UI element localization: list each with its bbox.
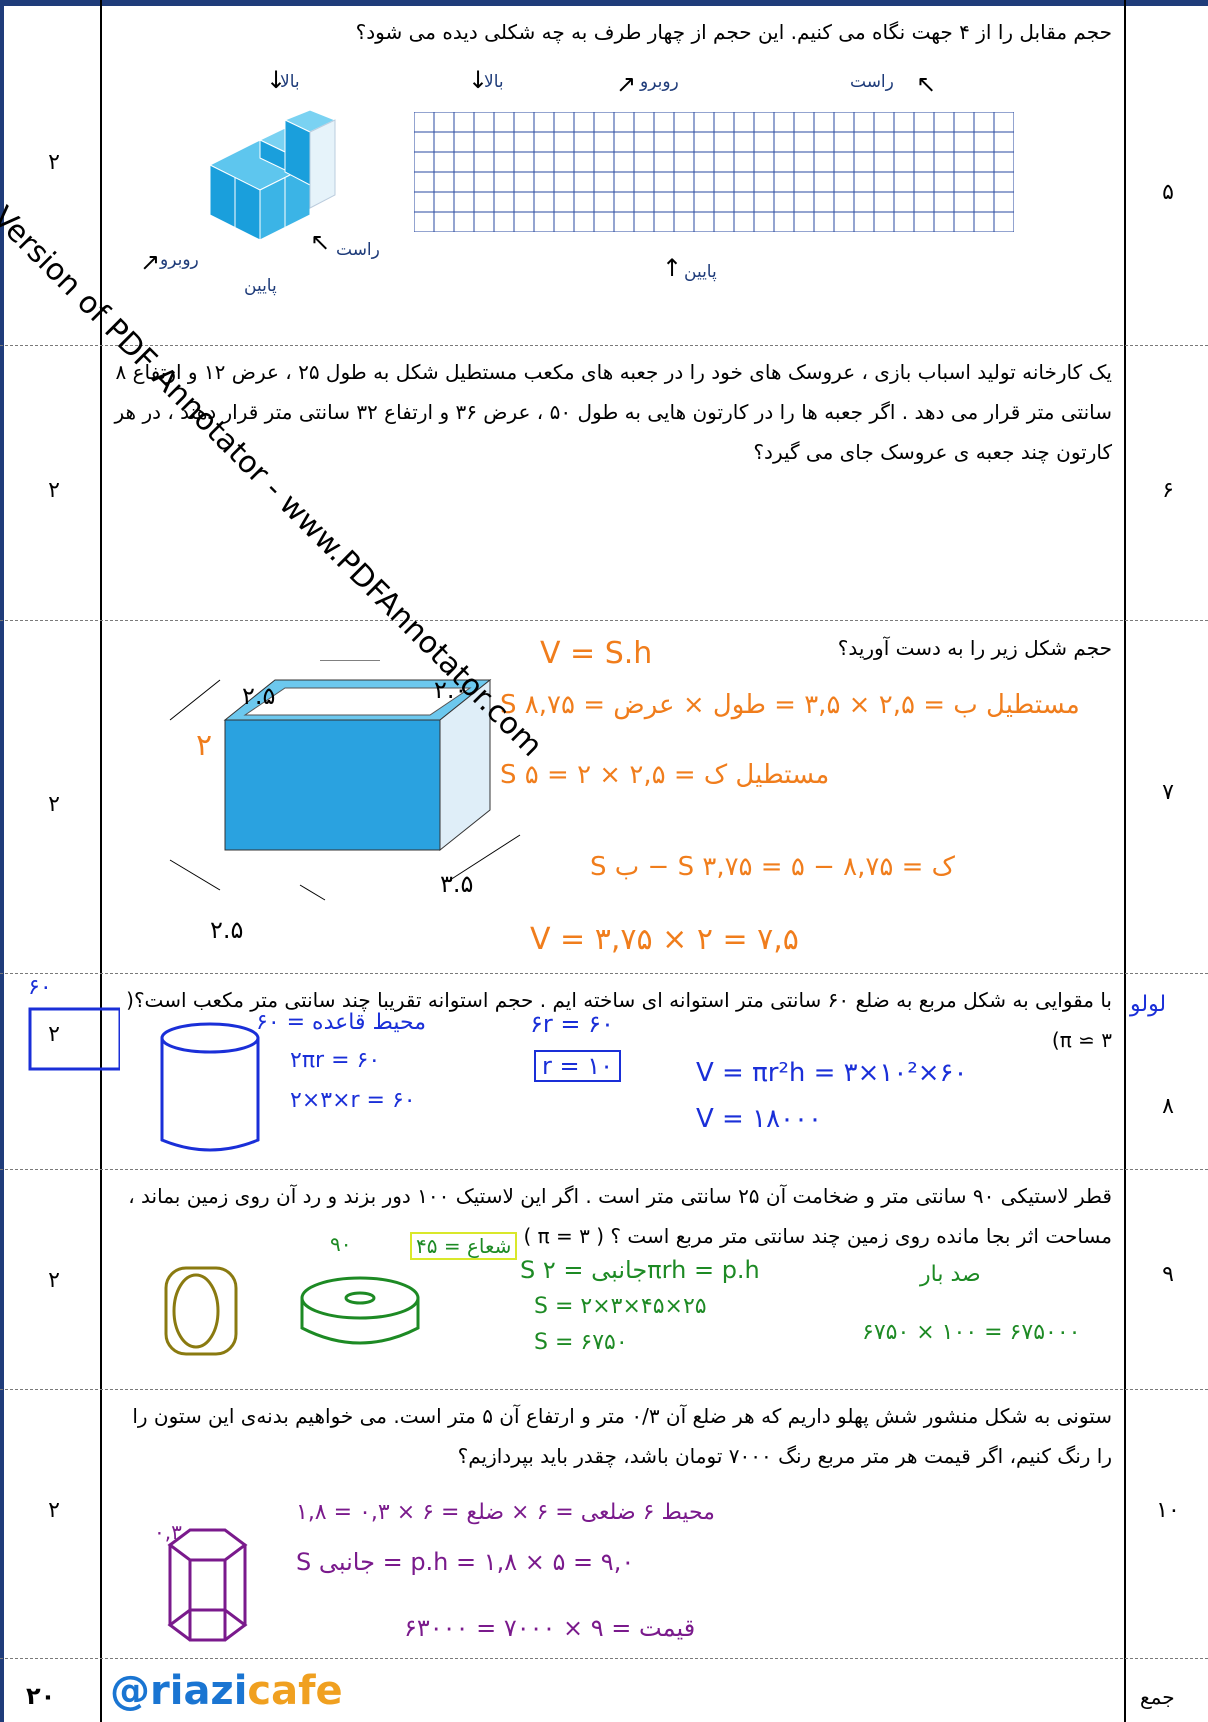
label-down: پایین xyxy=(684,262,717,282)
hand-line: ۶r = ۶۰ xyxy=(530,1010,614,1038)
score-q10: ۲ xyxy=(48,1498,60,1523)
hand-tire-sketch xyxy=(164,1266,238,1356)
hand-line: V = πr²h = ۳×۱۰²×۶۰ xyxy=(696,1058,968,1088)
hand-line: قیمت = ۹ × ۷۰۰۰ = ۶۳۰۰۰ xyxy=(404,1614,696,1642)
arrow-up-right-icon: ↗ xyxy=(140,248,161,276)
hand-line: شعاع = ۴۵ xyxy=(410,1232,518,1260)
answer-grid xyxy=(414,112,1014,232)
dim-bottom-right: ۳.۵ xyxy=(440,870,474,898)
label-front: روبرو xyxy=(640,72,679,92)
brand-cafe: cafe xyxy=(247,1668,343,1714)
score-q9: ۲ xyxy=(48,1268,60,1293)
question-text-9: قطر لاستیکی ۹۰ سانتی متر و ضخامت آن ۲۵ س… xyxy=(128,1184,1112,1248)
hand-line: S = ۲×۳×۴۵×۲۵ xyxy=(534,1294,707,1319)
question-number-8: ۸ xyxy=(1162,1094,1174,1119)
brand-riazi: riazi xyxy=(150,1668,248,1714)
hand-line: S = ۶۷۵۰ xyxy=(534,1330,628,1355)
label-right: راست xyxy=(850,72,894,92)
cube-figure xyxy=(208,110,337,241)
number-column-divider xyxy=(1124,0,1126,1722)
label-up-1: بالا xyxy=(280,72,300,92)
hand-height-label: ۲ xyxy=(196,728,213,763)
hand-line: ۲×۳×r = ۶۰ xyxy=(290,1088,416,1113)
dim-top-right: ۲.۰ xyxy=(434,676,468,704)
score-q8: ۲ xyxy=(48,1022,60,1047)
hand-line: V = ۳,۷۵ × ۲ = ۷,۵ xyxy=(530,922,799,957)
hand-line: V = S.h xyxy=(540,636,653,671)
label-up-2: بالا xyxy=(484,72,504,92)
question-text-7: حجم شکل زیر را به دست آورید؟ xyxy=(837,636,1112,660)
label-right-2: راست xyxy=(336,240,380,260)
hand-line: S جانبی = ۲πrh = p.h xyxy=(520,1256,760,1284)
dim-bottom-left: ۲.۵ xyxy=(210,916,244,944)
hand-line: ۹۰ xyxy=(330,1232,352,1256)
question-number-6: ۶ xyxy=(1162,478,1174,503)
hand-line: محیط ۶ ضلعی = ۶ × ضلع = ۶ × ۰,۳ = ۱,۸ xyxy=(296,1500,715,1525)
hand-line: ۶۷۵۰ × ۱۰۰ = ۶۷۵۰۰۰ xyxy=(862,1320,1081,1345)
arrow-up-left-icon: ↖ xyxy=(310,228,331,256)
open-box-figure xyxy=(169,660,521,901)
score-q6: ۲ xyxy=(48,478,60,503)
hand-cylinder-sketch xyxy=(160,1022,260,1152)
question-number-5: ۵ xyxy=(1162,180,1174,205)
question-text-6: یک کارخانه تولید اسباب بازی ، عروسک های … xyxy=(114,360,1113,464)
left-border xyxy=(0,0,4,1722)
arrow-up-icon: ↑ xyxy=(662,254,683,282)
hand-square-sketch xyxy=(28,1007,120,1071)
hand-line: V = ۱۸۰۰۰ xyxy=(696,1104,822,1134)
row-divider xyxy=(0,1658,1208,1659)
question-text-10: ستونی به شکل منشور شش پهلو داریم که هر ض… xyxy=(132,1404,1112,1468)
hand-line: S جانبی = p.h = ۱,۸ × ۵ = ۹,۰ xyxy=(296,1548,635,1576)
brand-at: @ xyxy=(110,1668,150,1714)
hand-line: صد بار xyxy=(920,1262,981,1287)
arrow-down-icon: ↓ xyxy=(468,66,489,94)
score-column-divider xyxy=(100,0,102,1722)
score-q7: ۲ xyxy=(48,792,60,817)
row-divider xyxy=(0,1389,1208,1390)
label-down-2: پایین xyxy=(244,276,277,296)
hand-line: محیط قاعده = ۶۰ xyxy=(256,1010,426,1035)
total-score: ۲۰ xyxy=(26,1682,56,1710)
hand-line: S مستطیل ک = ۲,۵ × ۲ = ۵ xyxy=(500,760,830,790)
question-number-7: ۷ xyxy=(1162,780,1174,805)
hand-hexagonal-prism-sketch xyxy=(167,1528,248,1642)
question-text-8: با مقوایی به شکل مربع به ضلع ۶۰ سانتی مت… xyxy=(126,988,1112,1052)
hand-line: S ب − S ک = ۸,۷۵ − ۵ = ۳,۷۵ xyxy=(590,852,955,882)
hand-line: ۲πr = ۶۰ xyxy=(290,1048,381,1073)
hand-boxed-result: r = ۱۰ xyxy=(534,1050,622,1082)
top-border xyxy=(0,0,1208,6)
question-number-10: ۱۰ xyxy=(1156,1498,1180,1523)
row-divider xyxy=(0,973,1208,974)
total-label: جمع xyxy=(1140,1685,1175,1709)
arrow-up-left-icon: ↖ xyxy=(916,70,937,98)
question-text-5: حجم مقابل را از ۴ جهت نگاه می کنیم. این … xyxy=(355,20,1112,44)
side-note: لولو xyxy=(1130,992,1167,1017)
brand-logo: @riazicafe xyxy=(110,1668,343,1714)
row-divider xyxy=(0,345,1208,346)
hand-line: S مستطیل ب = ۲,۵ × ۳,۵ = طول × عرض = ۸,۷… xyxy=(500,690,1080,720)
score-q5: ۲ xyxy=(48,150,60,175)
arrow-down-icon: ↓ xyxy=(266,66,287,94)
row-divider xyxy=(0,1169,1208,1170)
label-front-2: روبرو xyxy=(160,250,199,270)
row-divider xyxy=(0,620,1208,621)
arrow-up-right-icon: ↗ xyxy=(616,70,637,98)
hand-disc-sketch xyxy=(300,1276,420,1345)
dim-top-left: ۲.۵ xyxy=(242,682,276,710)
hand-side-60: ۶۰ xyxy=(28,975,52,1000)
question-number-9: ۹ xyxy=(1162,1262,1174,1287)
